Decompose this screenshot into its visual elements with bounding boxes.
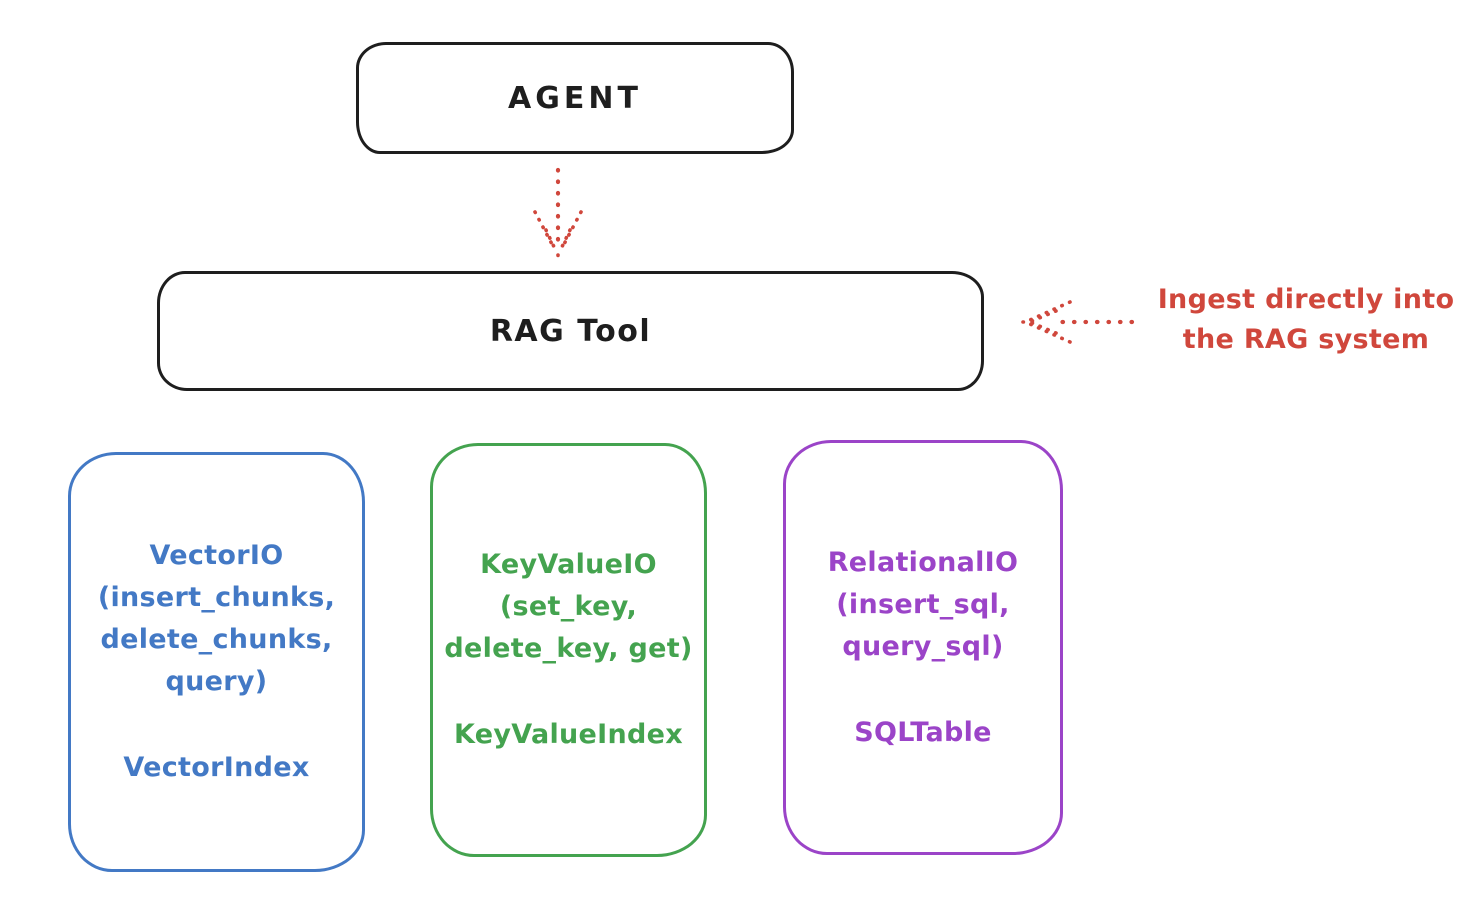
ingest-annotation: Ingest directly into the RAG system xyxy=(1138,280,1474,360)
keyvalue-index-label: KeyValueIndex xyxy=(453,719,683,750)
sqltable-label: SQLTable xyxy=(854,716,992,748)
agent-box-label: AGENT xyxy=(508,80,642,116)
relational-io-box: RelationalIO (insert_sql, query_sql) SQL… xyxy=(783,440,1063,855)
ingest-annotation-line1: Ingest directly into xyxy=(1157,284,1455,315)
vector-io-header: VectorIO (insert_chunks, delete_chunks, … xyxy=(97,540,336,697)
vector-index-label: VectorIndex xyxy=(123,752,310,783)
keyvalue-io-box: KeyValueIO (set_key, delete_key, get) Ke… xyxy=(430,443,707,857)
rag-tool-box-label: RAG Tool xyxy=(489,313,652,349)
keyvalue-io-header: KeyValueIO (set_key, delete_key, get) xyxy=(444,549,693,664)
annotation-arrow xyxy=(1021,300,1135,344)
vector-io-box: VectorIO (insert_chunks, delete_chunks, … xyxy=(68,452,365,872)
relational-io-header: RelationalIO (insert_sql, query_sql) xyxy=(827,546,1019,662)
agent-to-ragtool-arrow xyxy=(533,167,583,258)
rag-tool-box: RAG Tool xyxy=(157,271,984,391)
agent-box: AGENT xyxy=(356,42,794,154)
ingest-annotation-line2: the RAG system xyxy=(1182,324,1430,355)
